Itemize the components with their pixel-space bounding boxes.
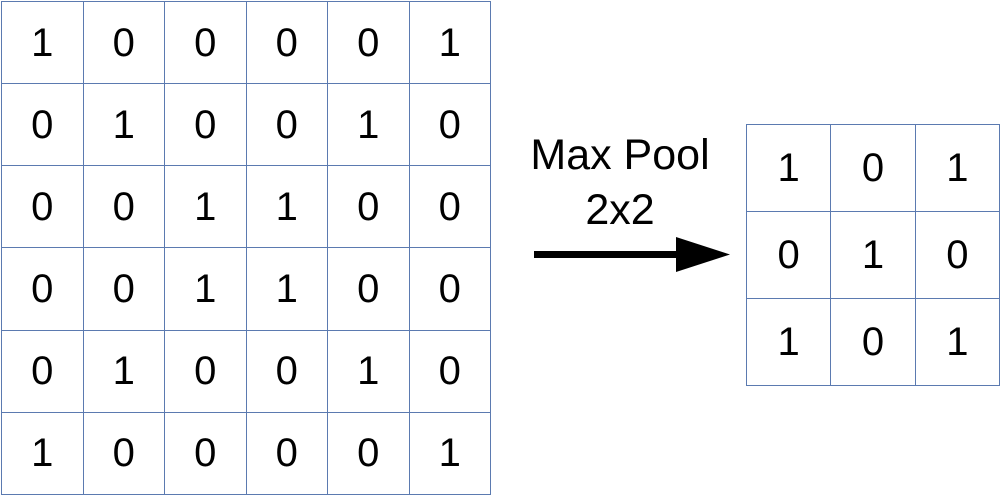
matrix-cell: 1 [1,0,84,85]
matrix-cell: 1 [82,83,165,167]
matrix-cell: 0 [830,124,916,212]
matrix-cell: 1 [914,124,1001,212]
matrix-cell: 0 [327,165,410,249]
matrix-cell: 1 [830,211,916,299]
matrix-row: 0 1 0 [745,211,1001,299]
input-matrix: 1 0 0 0 0 1 0 1 0 0 1 0 0 0 1 1 0 0 0 0 … [1,0,491,496]
matrix-cell: 0 [82,165,165,249]
matrix-cell: 1 [327,329,410,413]
matrix-cell: 0 [164,83,247,167]
matrix-row: 0 1 0 0 1 0 [1,329,491,413]
matrix-cell: 0 [327,411,410,496]
matrix-cell: 1 [82,329,165,413]
pool-size-label: 2x2 [585,186,655,234]
matrix-cell: 0 [408,329,491,413]
arrow-shaft [534,251,680,258]
matrix-cell: 1 [745,298,832,386]
matrix-cell: 0 [408,83,491,167]
matrix-cell: 0 [164,0,247,85]
matrix-cell: 1 [1,411,84,496]
matrix-cell: 1 [408,411,491,496]
matrix-row: 0 0 1 1 0 0 [1,247,491,331]
matrix-cell: 1 [245,247,328,331]
matrix-cell: 0 [82,411,165,496]
matrix-cell: 1 [245,165,328,249]
matrix-row: 1 0 0 0 0 1 [1,0,491,85]
matrix-cell: 0 [245,329,328,413]
matrix-cell: 0 [164,329,247,413]
matrix-cell: 0 [914,211,1001,299]
arrow-head [676,237,730,272]
matrix-row: 1 0 0 0 0 1 [1,411,491,496]
matrix-cell: 0 [1,165,84,249]
matrix-cell: 1 [745,124,832,212]
matrix-cell: 0 [408,247,491,331]
matrix-cell: 0 [327,0,410,85]
matrix-row: 0 1 0 0 1 0 [1,83,491,167]
matrix-cell: 0 [82,0,165,85]
matrix-cell: 0 [245,83,328,167]
matrix-row: 1 0 1 [745,124,1001,212]
matrix-cell: 0 [745,211,832,299]
matrix-cell: 1 [914,298,1001,386]
right-arrow-icon [534,237,730,272]
matrix-cell: 0 [164,411,247,496]
matrix-cell: 0 [245,411,328,496]
matrix-cell: 1 [164,165,247,249]
matrix-cell: 1 [408,0,491,85]
matrix-cell: 0 [408,165,491,249]
matrix-cell: 1 [164,247,247,331]
operation-label: Max Pool [530,131,710,179]
matrix-row: 1 0 1 [745,298,1001,386]
matrix-cell: 1 [327,83,410,167]
matrix-cell: 0 [830,298,916,386]
matrix-cell: 0 [245,0,328,85]
matrix-cell: 0 [1,247,84,331]
matrix-cell: 0 [1,329,84,413]
matrix-cell: 0 [1,83,84,167]
matrix-cell: 0 [82,247,165,331]
matrix-cell: 0 [327,247,410,331]
matrix-row: 0 0 1 1 0 0 [1,165,491,249]
output-matrix: 1 0 1 0 1 0 1 0 1 [745,124,1001,386]
